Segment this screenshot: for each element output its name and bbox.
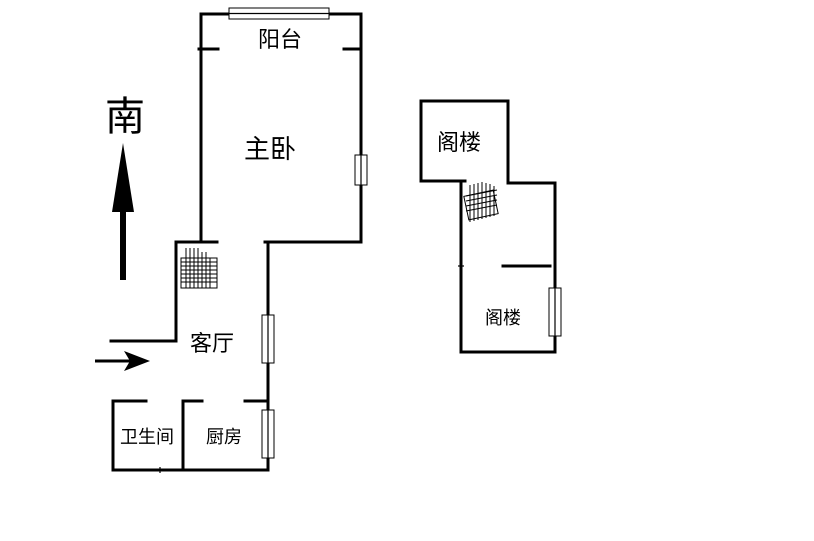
- attic-staircase-icon: [463, 182, 499, 222]
- compass: 南: [105, 94, 145, 280]
- attic-walls: [419, 99, 557, 354]
- main-unit-walls: [109, 12, 363, 473]
- room-label-living-room: 客厅: [190, 332, 234, 357]
- staircase-icon: [180, 248, 218, 289]
- room-label-master-bedroom: 主卧: [244, 135, 296, 165]
- room-label-kitchen: 厨房: [206, 427, 242, 448]
- main-unit-windows: [228, 7, 368, 459]
- north-arrow-icon: [112, 143, 134, 280]
- compass-label: 南: [105, 94, 145, 140]
- room-label-attic-upper: 阁楼: [437, 131, 481, 156]
- attic-windows: [548, 287, 562, 337]
- room-label-bathroom: 卫生间: [120, 427, 174, 448]
- room-label-attic-lower: 阁楼: [485, 308, 521, 329]
- entrance-arrow-icon: [95, 351, 150, 371]
- room-label-balcony: 阳台: [258, 28, 302, 53]
